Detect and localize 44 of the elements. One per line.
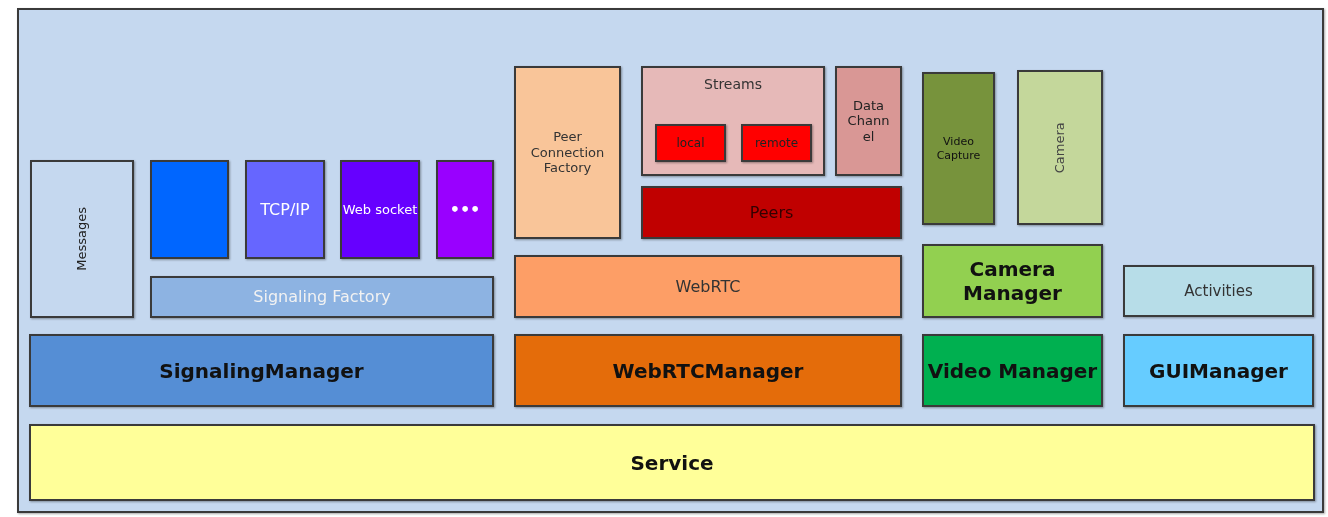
component-label: SignalingManager — [159, 358, 364, 383]
component-box — [1123, 334, 1314, 407]
component-label: Camera Manager — [962, 257, 1063, 305]
component-box — [641, 186, 902, 239]
group-box — [641, 66, 825, 176]
component-box — [922, 72, 995, 225]
component-box — [835, 66, 902, 176]
component-box — [29, 334, 494, 407]
component-box — [741, 124, 812, 162]
component-label: Peers — [749, 202, 794, 223]
component-label: Messages — [74, 207, 90, 271]
component-label: TCP/IP — [260, 199, 310, 220]
component-label: Peer Connection Factory — [529, 129, 606, 176]
component-box — [150, 160, 229, 259]
component-box — [922, 334, 1103, 407]
component-label: Web socket — [342, 201, 418, 218]
component-box — [436, 160, 494, 259]
component-label: Video Manager — [927, 358, 1098, 383]
component-box — [245, 160, 325, 259]
component-box — [30, 160, 134, 318]
component-box — [1123, 265, 1314, 317]
component-box — [514, 334, 902, 407]
component-box — [922, 244, 1103, 318]
component-box — [514, 66, 621, 239]
group-title: Streams — [704, 76, 762, 93]
component-label: remote — [754, 135, 799, 151]
component-box — [150, 276, 494, 318]
component-label: Activities — [1184, 282, 1253, 300]
component-label: Video Capture — [935, 135, 982, 162]
component-label: GUIManager — [1149, 358, 1288, 383]
component-box — [655, 124, 726, 162]
component-box — [29, 424, 1315, 501]
component-label: Signaling Factory — [253, 287, 391, 307]
component-label: ••• — [449, 199, 481, 220]
component-box — [1017, 70, 1103, 225]
component-label: local — [676, 135, 705, 151]
component-box — [340, 160, 420, 259]
container-panel — [17, 8, 1324, 513]
component-label: Service — [630, 450, 714, 475]
component-box — [514, 255, 902, 318]
component-label: Data Channel — [846, 97, 891, 145]
component-label: WebRTCManager — [612, 358, 804, 383]
component-label: Camera — [1052, 122, 1068, 173]
component-label: WebRTC — [675, 276, 741, 297]
